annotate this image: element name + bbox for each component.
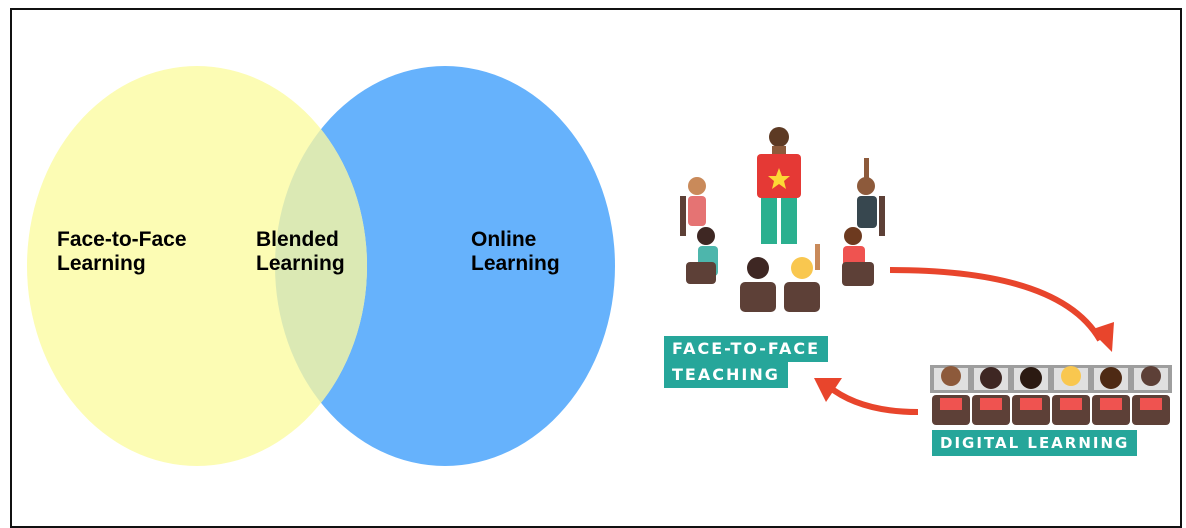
online-learning-circle <box>275 66 615 466</box>
face-to-face-tag-line1: FACE-TO-FACE <box>664 336 829 362</box>
arrow-head-to-digital-icon <box>1090 322 1114 352</box>
face-to-face-circle <box>27 66 367 466</box>
teacher-figure <box>757 127 801 244</box>
arrow-to-digital <box>889 267 1103 342</box>
student-left-mid <box>686 227 718 284</box>
student-front-2 <box>784 244 820 312</box>
face-to-face-label-line1: Face-to-Face <box>57 228 187 251</box>
blended-label-line1: Blended <box>256 228 339 251</box>
digital-learning-tag: DIGITAL LEARNING <box>932 430 1138 456</box>
face-to-face-label: Face-to-Face Learning <box>57 228 187 276</box>
blended-label-line2: Learning <box>256 252 345 275</box>
blended-learning-label: Blended Learning <box>256 228 345 276</box>
student-right-mid <box>842 227 874 286</box>
student-left-top <box>680 177 706 236</box>
arrow-to-face <box>826 383 919 415</box>
face-to-face-label-line2: Learning <box>57 252 146 275</box>
face-to-face-tag-line2: TEACHING <box>664 362 788 388</box>
classroom-scene <box>680 127 885 312</box>
online-label-line1: Online <box>471 228 537 251</box>
arrow-head-to-face-icon <box>814 378 842 402</box>
online-learning-label: Online Learning <box>471 228 560 276</box>
venn-diagram <box>27 66 615 466</box>
cycle-arrows <box>814 267 1114 415</box>
student-front-1 <box>740 257 776 312</box>
digital-learners-row <box>930 365 1172 425</box>
student-right-top <box>857 158 885 236</box>
online-label-line2: Learning <box>471 252 560 275</box>
